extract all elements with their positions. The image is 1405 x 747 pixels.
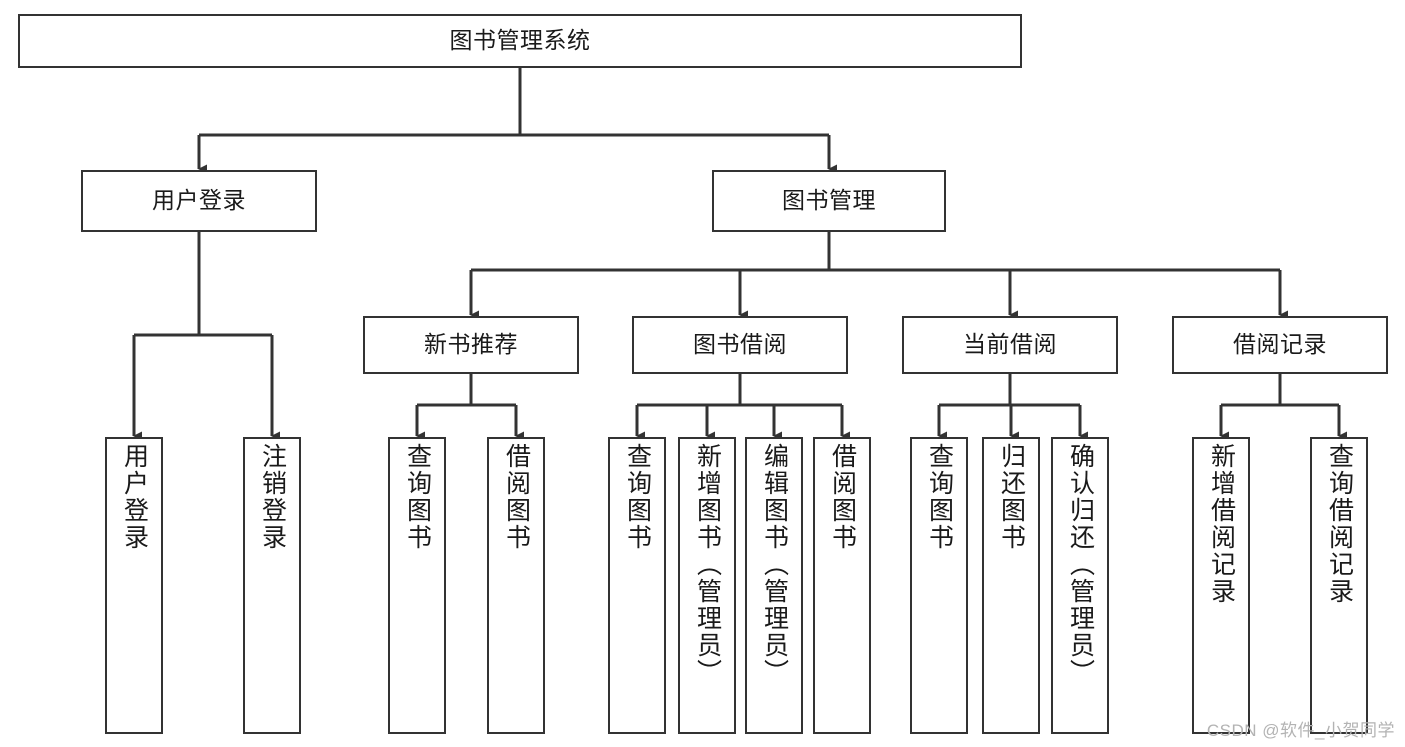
node-label: 借阅记录: [1233, 331, 1327, 358]
node-root[interactable]: 图书管理系统: [18, 14, 1022, 68]
node-leaf-confirm-return[interactable]: 确认归还（管理员）: [1051, 437, 1109, 734]
node-label: 图书管理系统: [449, 27, 591, 54]
node-label: 查询图书: [925, 443, 954, 551]
node-label: 归还图书: [997, 443, 1026, 551]
node-leaf-borrow-book-rec[interactable]: 借阅图书: [487, 437, 545, 734]
node-leaf-edit-book[interactable]: 编辑图书（管理员）: [745, 437, 803, 734]
node-label: 借阅图书: [502, 443, 531, 551]
node-borrow-record[interactable]: 借阅记录: [1172, 316, 1388, 374]
node-leaf-logout[interactable]: 注销登录: [243, 437, 301, 734]
node-user-login[interactable]: 用户登录: [81, 170, 317, 232]
node-label: 注销登录: [258, 443, 287, 551]
node-leaf-borrow-book[interactable]: 借阅图书: [813, 437, 871, 734]
node-label: 用户登录: [120, 443, 149, 551]
node-leaf-add-record[interactable]: 新增借阅记录: [1192, 437, 1250, 734]
node-leaf-user-login[interactable]: 用户登录: [105, 437, 163, 734]
node-leaf-query-record[interactable]: 查询借阅记录: [1310, 437, 1368, 734]
node-book-manage[interactable]: 图书管理: [712, 170, 946, 232]
node-label: 新书推荐: [424, 331, 518, 358]
node-label: 图书管理: [782, 187, 876, 214]
watermark-text: CSDN @软件_小贺同学: [1206, 721, 1395, 740]
node-label: 用户登录: [152, 187, 246, 214]
node-label: 查询图书: [403, 443, 432, 551]
node-label: 编辑图书（管理员）: [760, 443, 789, 686]
node-label: 图书借阅: [693, 331, 787, 358]
node-label: 借阅图书: [828, 443, 857, 551]
node-leaf-query-book-current[interactable]: 查询图书: [910, 437, 968, 734]
node-label: 查询借阅记录: [1325, 443, 1354, 605]
node-leaf-add-book[interactable]: 新增图书（管理员）: [678, 437, 736, 734]
node-label: 新增图书（管理员）: [693, 443, 722, 686]
node-leaf-query-book-rec[interactable]: 查询图书: [388, 437, 446, 734]
node-current-borrow[interactable]: 当前借阅: [902, 316, 1118, 374]
node-new-book-rec[interactable]: 新书推荐: [363, 316, 579, 374]
node-leaf-return-book[interactable]: 归还图书: [982, 437, 1040, 734]
node-leaf-query-book-borrow[interactable]: 查询图书: [608, 437, 666, 734]
node-label: 新增借阅记录: [1207, 443, 1236, 605]
node-label: 当前借阅: [963, 331, 1057, 358]
node-book-borrow[interactable]: 图书借阅: [632, 316, 848, 374]
node-label: 查询图书: [623, 443, 652, 551]
node-label: 确认归还（管理员）: [1066, 443, 1095, 686]
